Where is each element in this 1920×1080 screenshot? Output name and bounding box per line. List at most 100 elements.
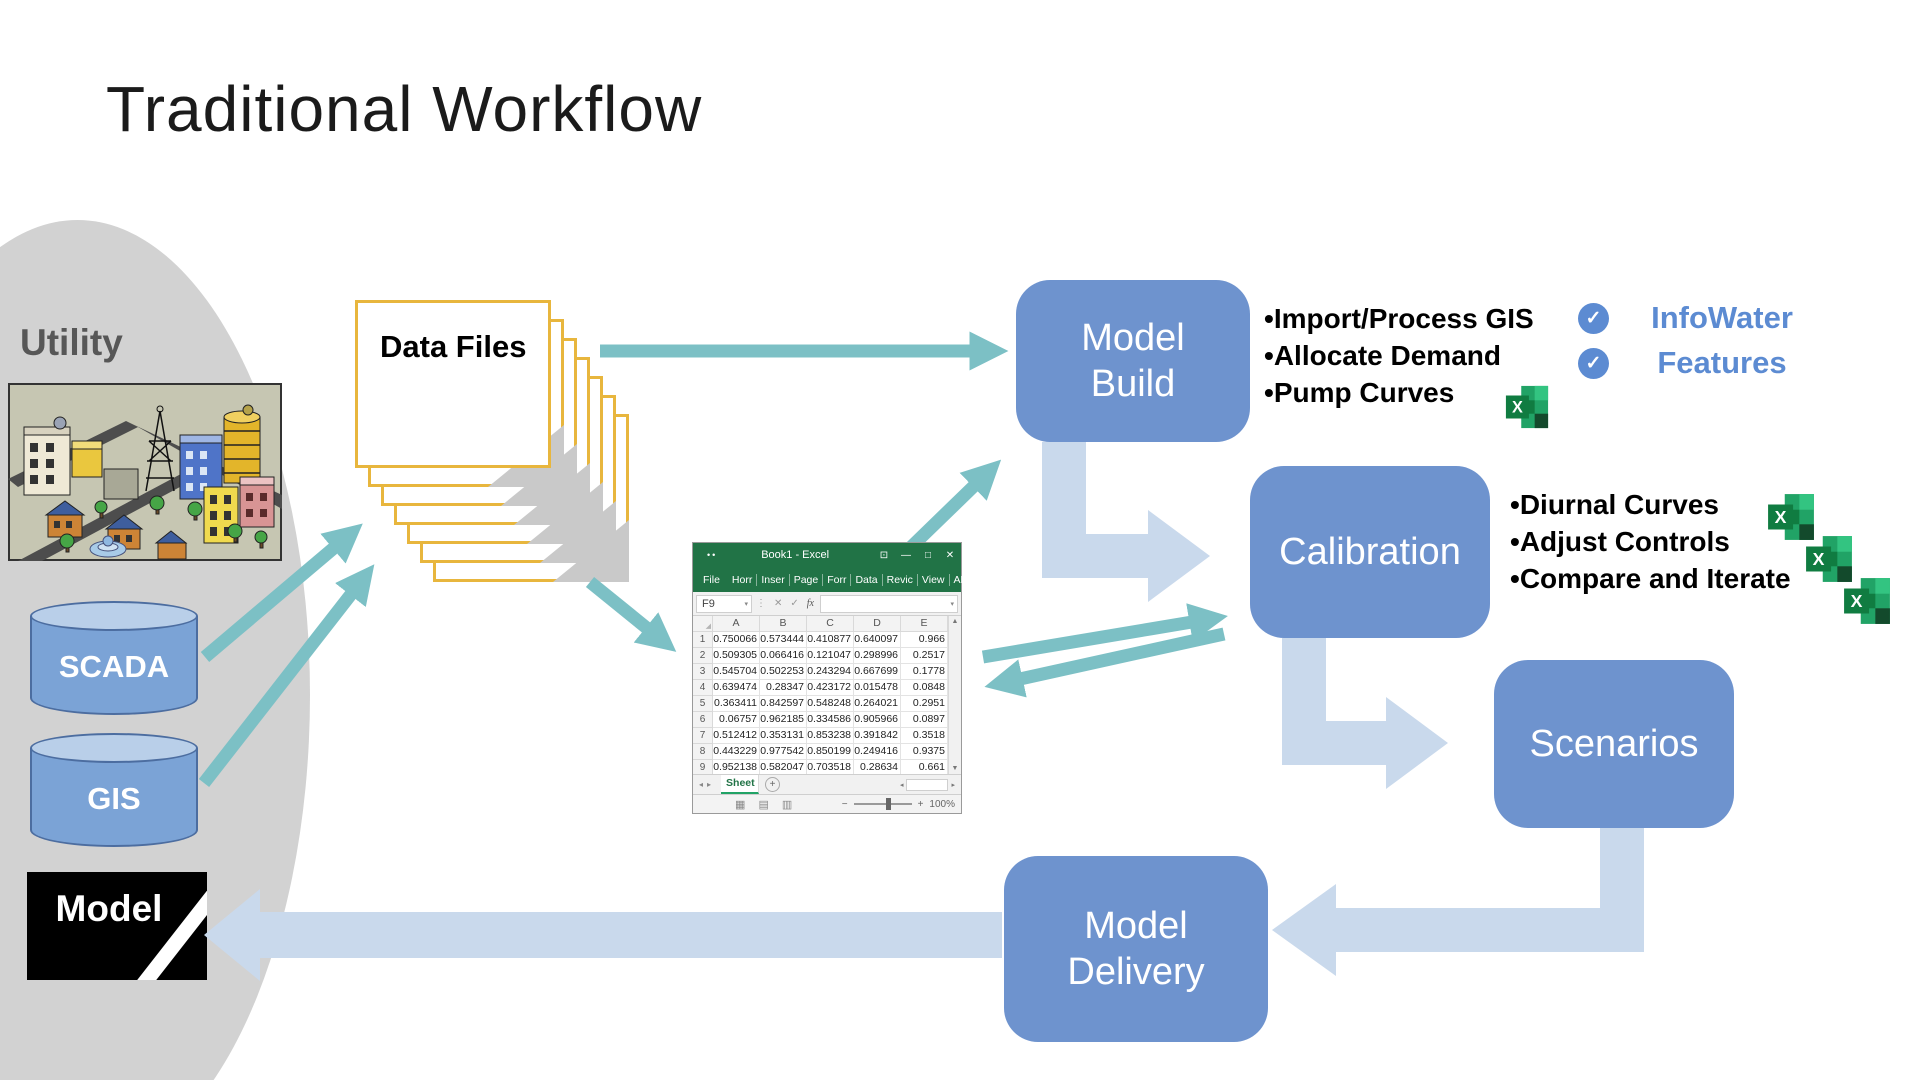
cell[interactable]: 0.443229: [713, 744, 760, 760]
cell[interactable]: 0.0897: [901, 712, 948, 728]
cell[interactable]: 0.962185: [760, 712, 807, 728]
insert-function-icon[interactable]: fx: [806, 598, 814, 609]
cell[interactable]: 0.363411: [713, 696, 760, 712]
sheet-tab[interactable]: Sheet: [721, 775, 760, 794]
cell[interactable]: 0.066416: [760, 648, 807, 664]
row-header[interactable]: 7: [693, 728, 713, 744]
cell[interactable]: 0.249416: [854, 744, 901, 760]
cell[interactable]: 0.243294: [807, 664, 854, 680]
enter-icon[interactable]: ✓: [790, 598, 799, 609]
tab-overflow-icon[interactable]: ▸: [984, 575, 989, 584]
cell[interactable]: 0.977542: [760, 744, 807, 760]
scroll-right-icon[interactable]: ▸: [951, 781, 955, 789]
zoom-slider-thumb[interactable]: [885, 798, 891, 810]
cell[interactable]: 0.582047: [760, 760, 807, 774]
view-shortcut-icons[interactable]: ▦ ▤ ▥: [735, 798, 798, 811]
cell[interactable]: 0.423172: [807, 680, 854, 696]
zoom-level[interactable]: 100%: [929, 798, 955, 810]
close-icon[interactable]: ✕: [945, 549, 955, 561]
cell[interactable]: 0.703518: [807, 760, 854, 774]
cell[interactable]: 0.1778: [901, 664, 948, 680]
zoom-out-icon[interactable]: −: [841, 798, 848, 810]
tab-data[interactable]: Data: [851, 573, 883, 586]
row-header[interactable]: 4: [693, 680, 713, 696]
column-header[interactable]: D: [854, 616, 901, 632]
column-header[interactable]: B: [760, 616, 807, 632]
cell[interactable]: 0.9375: [901, 744, 948, 760]
chevron-down-icon[interactable]: ▾: [950, 600, 954, 608]
cell[interactable]: 0.2951: [901, 696, 948, 712]
cell[interactable]: 0.334586: [807, 712, 854, 728]
tab-insert[interactable]: Inser: [757, 573, 790, 586]
cell[interactable]: 0.410877: [807, 632, 854, 648]
cylinder-body: [30, 616, 198, 715]
maximize-icon[interactable]: □: [924, 549, 932, 561]
tab-file[interactable]: File: [703, 573, 720, 586]
cell[interactable]: 0.3518: [901, 728, 948, 744]
zoom-in-icon[interactable]: +: [917, 798, 924, 810]
row-header[interactable]: 9: [693, 760, 713, 774]
cancel-icon[interactable]: ✕: [774, 598, 783, 609]
zoom-slider[interactable]: [853, 798, 912, 810]
cell[interactable]: 0.06757: [713, 712, 760, 728]
cell[interactable]: 0.905966: [854, 712, 901, 728]
flow-box-calibration: Calibration: [1250, 466, 1490, 638]
cell[interactable]: 0.298996: [854, 648, 901, 664]
scroll-left-icon[interactable]: ◂: [899, 781, 904, 789]
horizontal-scrollbar[interactable]: ◂ ▸: [897, 778, 958, 791]
scroll-track[interactable]: [906, 778, 949, 791]
cell[interactable]: 0.28347: [760, 680, 807, 696]
minimize-icon[interactable]: —: [901, 549, 911, 561]
cell[interactable]: 0.667699: [854, 664, 901, 680]
quick-access-toolbar[interactable]: ••: [707, 550, 718, 560]
cell[interactable]: 0.545704: [713, 664, 760, 680]
cell[interactable]: 0.2517: [901, 648, 948, 664]
row-header[interactable]: 5: [693, 696, 713, 712]
cell[interactable]: 0.661: [901, 760, 948, 774]
cell[interactable]: 0.640097: [854, 632, 901, 648]
row-header[interactable]: 6: [693, 712, 713, 728]
tab-review[interactable]: Revic: [883, 573, 918, 586]
cell[interactable]: 0.0848: [901, 680, 948, 696]
column-header[interactable]: E: [901, 616, 948, 632]
cell[interactable]: 0.639474: [713, 680, 760, 696]
row-header[interactable]: 3: [693, 664, 713, 680]
cell[interactable]: 0.842597: [760, 696, 807, 712]
ribbon-options-icon[interactable]: ⊡: [879, 549, 889, 561]
chevron-down-icon[interactable]: ▾: [744, 600, 748, 608]
cell[interactable]: 0.750066: [713, 632, 760, 648]
cell[interactable]: 0.548248: [807, 696, 854, 712]
cell[interactable]: 0.121047: [807, 648, 854, 664]
cell[interactable]: 0.28634: [854, 760, 901, 774]
tab-formulas[interactable]: Forr: [823, 573, 852, 586]
row-header[interactable]: 2: [693, 648, 713, 664]
column-header[interactable]: A: [713, 616, 760, 632]
cell[interactable]: 0.952138: [713, 760, 760, 774]
scroll-up-icon[interactable]: ▲: [951, 618, 959, 625]
row-header[interactable]: 1: [693, 632, 713, 648]
name-box[interactable]: F9 ▾: [696, 594, 752, 613]
cell[interactable]: 0.853238: [807, 728, 854, 744]
formula-input[interactable]: ▾: [820, 594, 958, 613]
add-sheet-icon[interactable]: +: [765, 777, 781, 792]
cell[interactable]: 0.573444: [760, 632, 807, 648]
cell[interactable]: 0.509305: [713, 648, 760, 664]
tab-addin[interactable]: AKSI: [950, 573, 983, 586]
vertical-scrollbar[interactable]: ▲ ▼: [948, 616, 961, 774]
sheet-nav-icons[interactable]: ◂▸: [699, 780, 716, 789]
tab-page-layout[interactable]: Page: [790, 573, 824, 586]
cell[interactable]: 0.015478: [854, 680, 901, 696]
cell[interactable]: 0.512412: [713, 728, 760, 744]
cell[interactable]: 0.850199: [807, 744, 854, 760]
cell[interactable]: 0.966: [901, 632, 948, 648]
column-header[interactable]: C: [807, 616, 854, 632]
tab-view[interactable]: View: [918, 573, 950, 586]
cell[interactable]: 0.353131: [760, 728, 807, 744]
cell[interactable]: 0.391842: [854, 728, 901, 744]
row-header[interactable]: 8: [693, 744, 713, 760]
select-all-corner[interactable]: ◢: [693, 616, 713, 632]
scroll-down-icon[interactable]: ▼: [951, 765, 959, 772]
cell[interactable]: 0.502253: [760, 664, 807, 680]
tab-home[interactable]: Horr: [728, 573, 758, 586]
cell[interactable]: 0.264021: [854, 696, 901, 712]
